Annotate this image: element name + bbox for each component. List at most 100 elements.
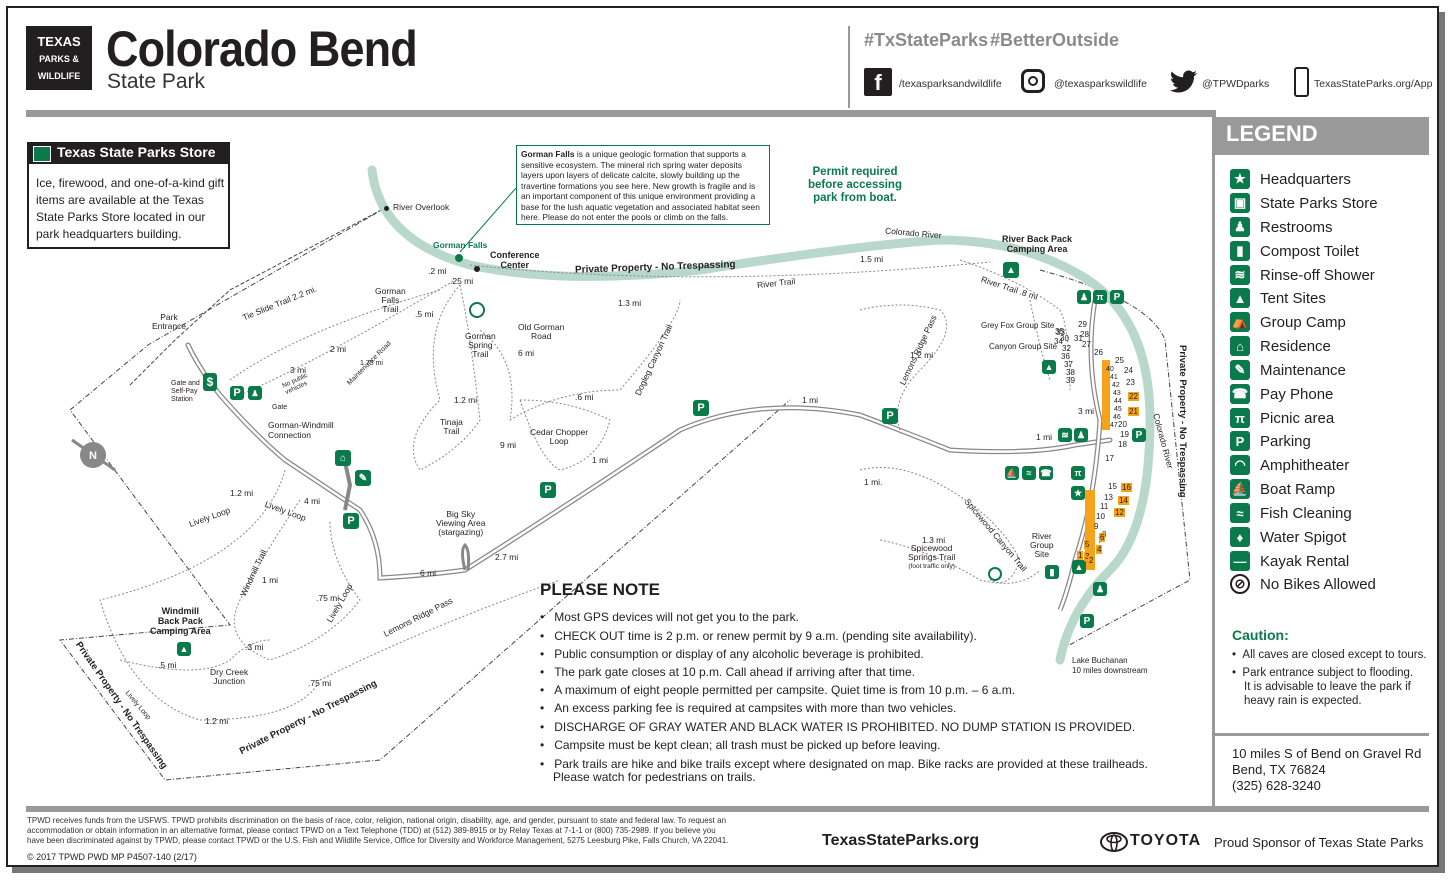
address-phone[interactable]: (325) 628-3240 [1232, 778, 1321, 793]
campsite-number: 34 [1054, 337, 1063, 346]
distance-label: .2 mi [428, 266, 447, 276]
store-line: Ice, firewood, and one-of-a-kind gift [36, 176, 225, 190]
caution-item: • Park entrance subject to flooding. [1232, 667, 1414, 679]
colorado-river [367, 165, 1155, 665]
legend-item-group-camp: ⛺Group Camp [1230, 312, 1346, 332]
note-item: • The park gate closes at 10 p.m. Call a… [540, 665, 916, 679]
campsite-number: 44 [1114, 398, 1122, 405]
campsite-number: 9 [1094, 522, 1099, 531]
distance-label: 1.3 mi [922, 535, 946, 545]
boat-ramp-icon: ⛵ [1230, 479, 1250, 499]
footer-disclaimer: TPWD receives funds from the USFWS. TPWD… [27, 816, 728, 846]
shower-icon: ≋ [1058, 428, 1072, 442]
note-item: • DISCHARGE OF GRAY WATER AND BLACK WATE… [540, 720, 1136, 734]
parking-icon: P [540, 482, 556, 498]
campsite-number: 1 [1077, 551, 1084, 560]
note-item-continued: Please watch for pedestrians on trails. [553, 770, 756, 784]
facebook-icon: f [864, 68, 892, 96]
legend-item-water-spigot: ♦Water Spigot [1230, 527, 1346, 547]
grey-fox-label: Grey Fox Group Site [981, 321, 1055, 330]
tent-icon: ▲ [1003, 262, 1019, 278]
camp-road-inner [1058, 299, 1102, 611]
twitter-handle[interactable]: @TPWDparks [1202, 78, 1270, 90]
note-item: • An excess parking fee is required at c… [540, 701, 957, 715]
star-icon: ★ [1230, 169, 1250, 189]
legend-item-no-bikes: ⊘No Bikes Allowed [1230, 574, 1376, 594]
store-line: State Parks Store located in our [36, 210, 206, 224]
tent-icon: ▲ [177, 642, 191, 656]
fish-icon: ≈ [1230, 503, 1250, 523]
site-link[interactable]: TexasStateParks.org [822, 832, 980, 849]
permit-note: Permit required before accessing park fr… [805, 166, 905, 205]
legend-item-compost-toilet: ▮Compost Toilet [1230, 241, 1359, 261]
legend-item-residence: ⌂Residence [1230, 336, 1331, 356]
park-address: 10 miles S of Bend on Gravel Rd Bend, TX… [1232, 746, 1421, 794]
hashtag-txstateparks[interactable]: #TxStateParks [864, 30, 989, 50]
big-sky-spur [461, 542, 471, 571]
parking-icon: P [693, 400, 709, 416]
conference-marker [474, 266, 480, 272]
caution-title: Caution: [1232, 627, 1289, 643]
campsite-number: 41 [1110, 374, 1118, 381]
pay-phone-icon: ☎ [1230, 384, 1250, 404]
instagram-handle[interactable]: @texasparkswildlife [1054, 78, 1147, 90]
toyota-logo-icon [1100, 832, 1128, 852]
hashtag-betteroutside[interactable]: #BetterOutside [990, 30, 1120, 50]
campsite-number: 24 [1124, 366, 1133, 375]
copyright: © 2017 TPWD PWD MP P4507-140 (2/17) [27, 852, 197, 862]
campsite-number: 22 [1128, 392, 1139, 401]
compost-toilet-icon: ▮ [1230, 241, 1250, 261]
legend-item-restrooms: ♟Restrooms [1230, 217, 1333, 237]
campsite-number: 39 [1066, 376, 1075, 385]
gorman-falls-callout: Gorman Falls is a unique geologic format… [516, 145, 770, 225]
picnic-icon: π [1071, 466, 1085, 480]
disclaimer-line: TPWD receives funds from the USFWS. TPWD… [27, 816, 727, 825]
restroom-icon: ♟ [1077, 290, 1091, 304]
tent-icon: ▲ [1230, 288, 1250, 308]
please-note-title: PLEASE NOTE [540, 580, 660, 599]
store-title: Texas State Parks Store [27, 142, 230, 164]
distance-label: 1.2 mi [910, 350, 934, 360]
parking-icon: P [1110, 290, 1124, 304]
distance-label: 2.7 mi [495, 552, 519, 562]
private-property-right: Private Property - No Trespassing [1177, 345, 1188, 498]
restroom-icon: ♟ [1230, 217, 1250, 237]
disclaimer-line: have been discriminated against by TPWD,… [27, 836, 729, 845]
overlook-marker [384, 206, 389, 211]
distance-label: .75 mi [316, 593, 340, 603]
note-item: • Most GPS devices will not get you to t… [540, 610, 799, 624]
campsite-number: 26 [1094, 348, 1103, 357]
campsite-number: 30 [1060, 334, 1069, 343]
spigot-icon: ♦ [1230, 527, 1250, 547]
pay-phone-icon: ☎ [1039, 466, 1053, 480]
app-link[interactable]: TexasStateParks.org/App [1314, 78, 1433, 90]
distance-label: 1.2 mi [205, 716, 229, 726]
logo-line-1: TEXAS [37, 34, 81, 49]
campsite-number: 13 [1104, 493, 1113, 502]
header-bar [26, 110, 1216, 117]
campsite-number: 3 [1084, 552, 1091, 561]
campsite-number: 47 [1110, 422, 1118, 429]
facebook-handle[interactable]: /texasparksandwildlife [899, 78, 1002, 90]
gorman-falls-label: Gorman Falls [433, 240, 488, 250]
distance-label: 6 mi [420, 568, 437, 578]
campsite-number: 38 [1066, 368, 1075, 377]
campsite-number: 21 [1128, 407, 1139, 416]
legend-item-pay-phone: ☎Pay Phone [1230, 384, 1334, 404]
caution-item: • All caves are closed except to tours. [1232, 649, 1427, 661]
legend-item-store: ▣State Parks Store [1230, 193, 1378, 213]
campsite-number: 42 [1112, 382, 1120, 389]
group-camp-icon: ⛺ [1230, 312, 1250, 332]
campsite-number: 43 [1113, 390, 1121, 397]
permit-line: Permit required [812, 166, 898, 178]
